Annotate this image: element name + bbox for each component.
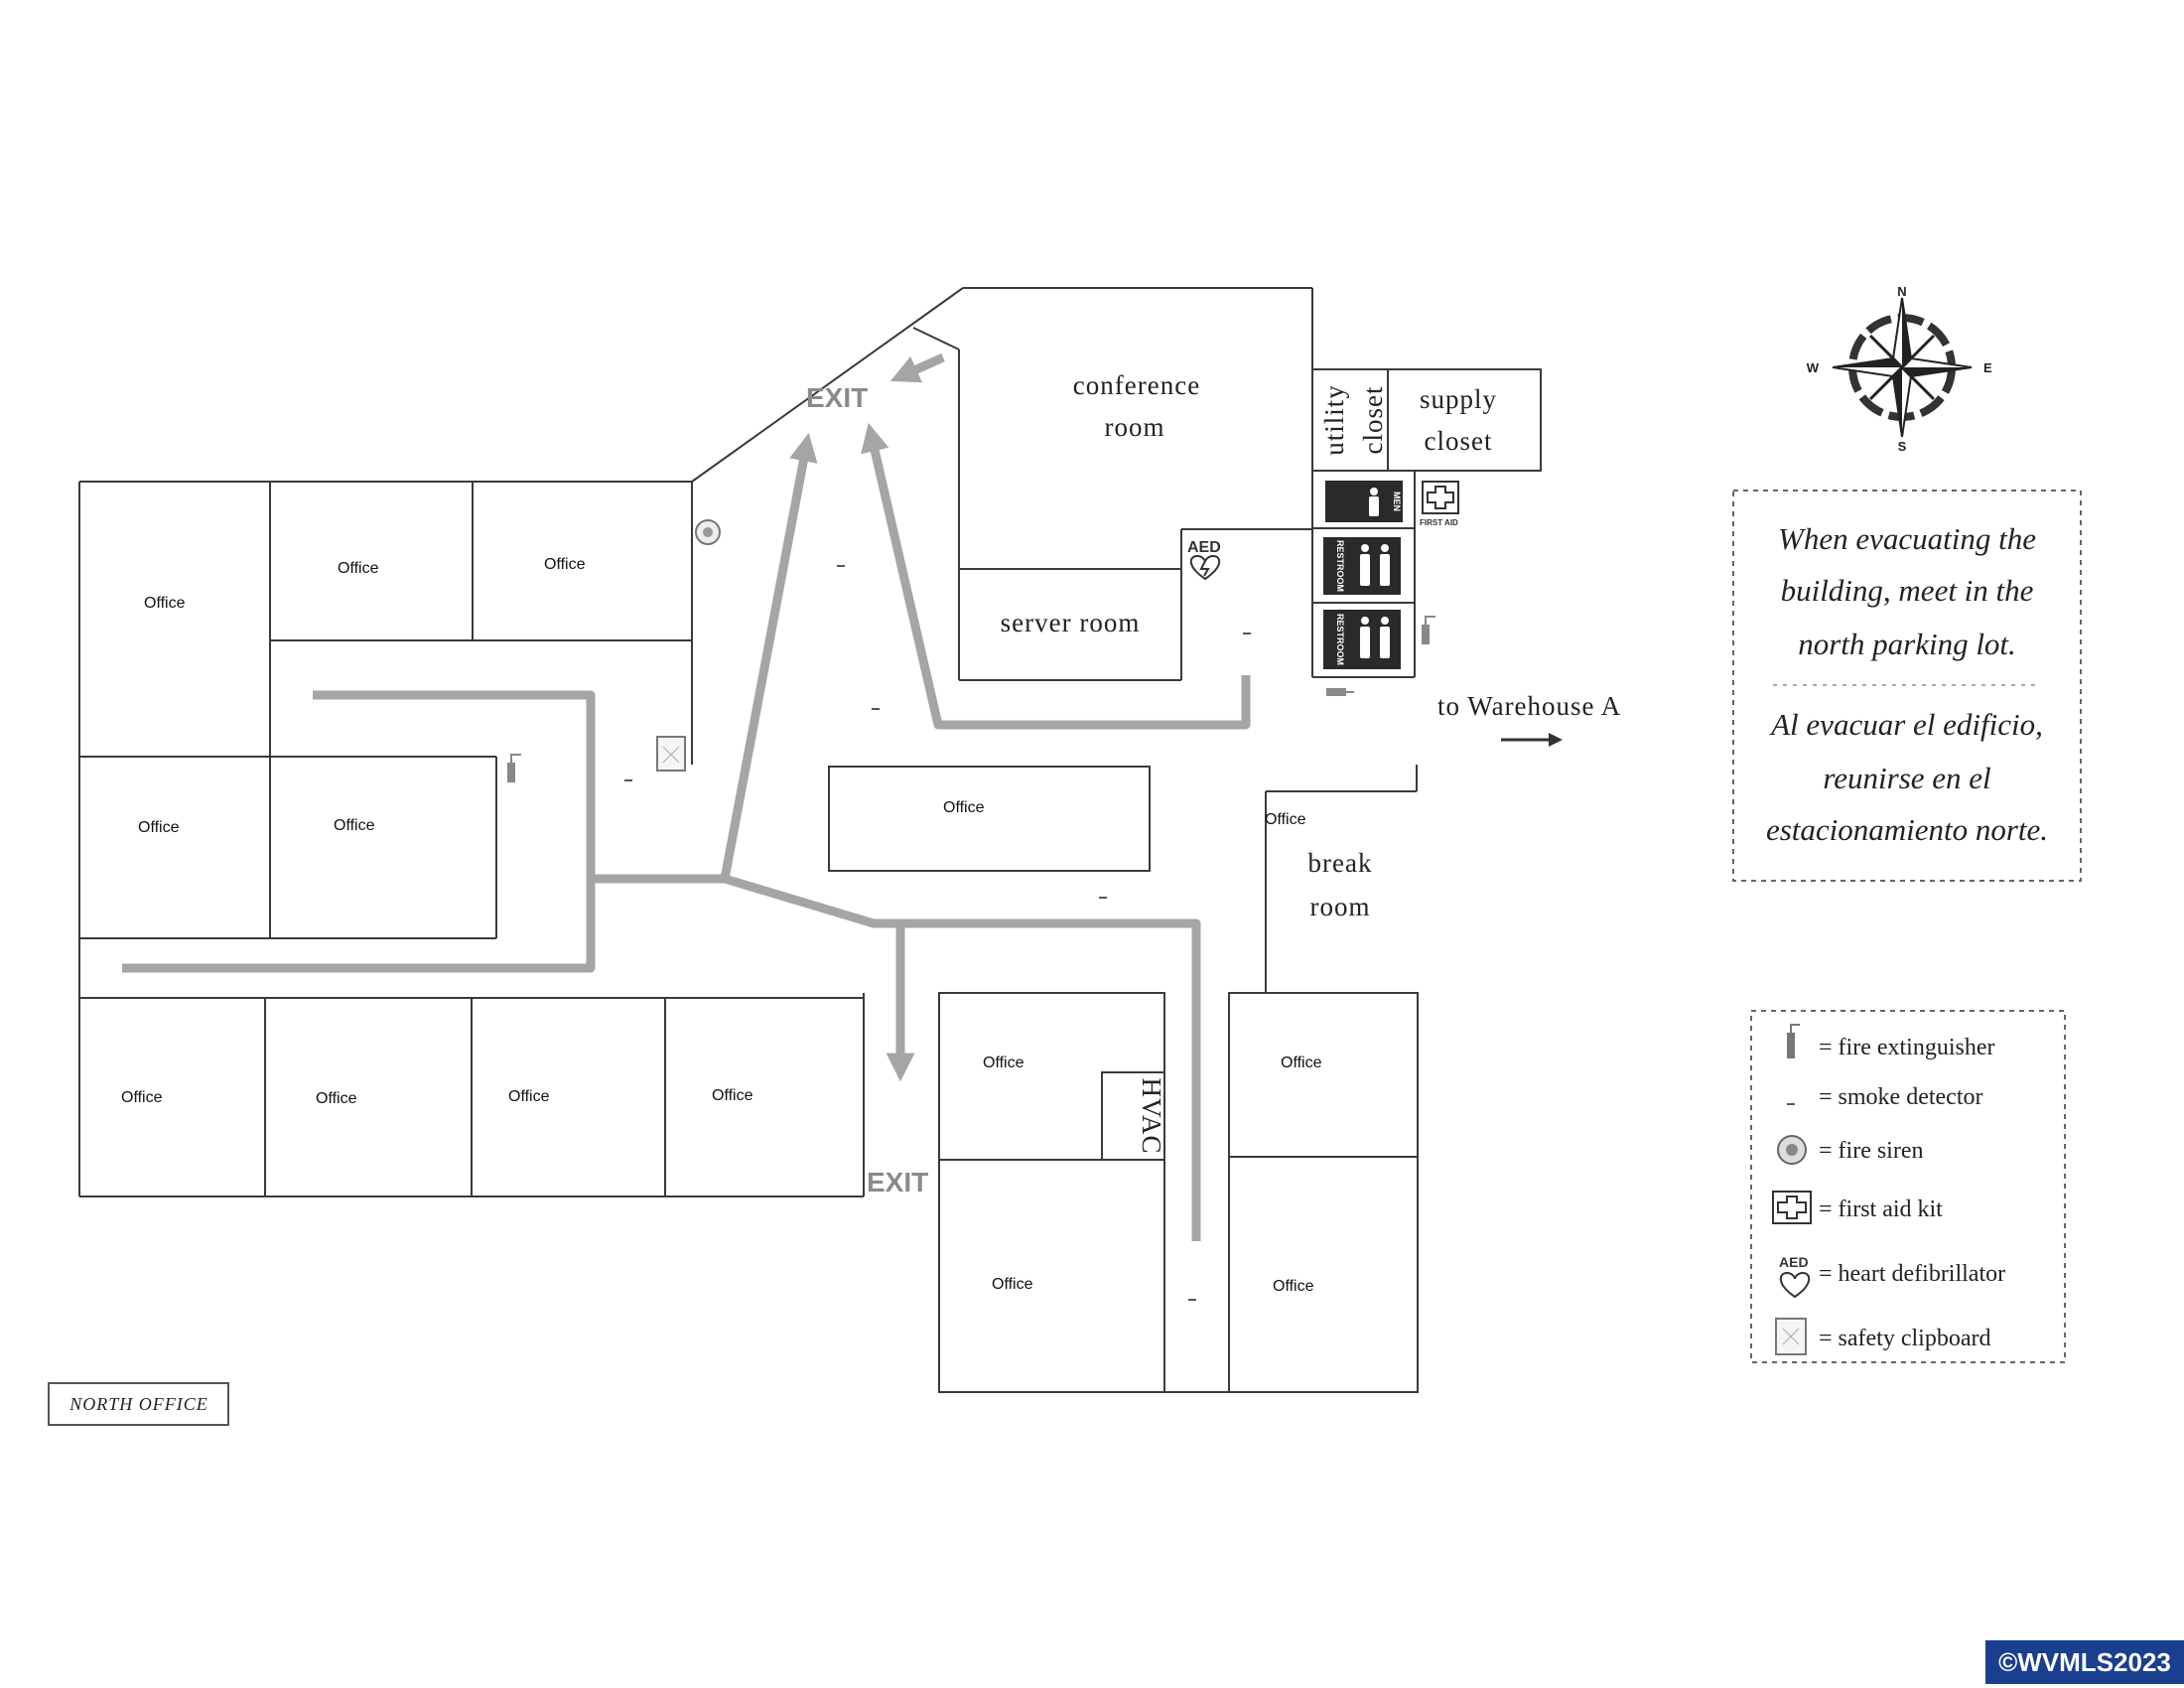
safety-equipment: AED FIRST AID MEN RESTROOM — [507, 481, 1459, 1301]
fire-extinguisher-icon — [1422, 616, 1435, 644]
evacuation-route-main — [591, 874, 1201, 1241]
restroom-sign: RESTROOM — [1323, 610, 1401, 669]
note-english-line: building, meet in the — [1781, 573, 2034, 608]
supply-closet-label: closet — [1425, 426, 1493, 456]
office-label: Office — [943, 799, 985, 816]
office-label: Office — [983, 1055, 1024, 1071]
fire-extinguisher-icon — [1326, 688, 1354, 696]
aed-sign: AED — [1187, 539, 1221, 581]
compass-west: W — [1807, 360, 1820, 375]
server-room-label: server room — [1001, 608, 1141, 637]
compass-rose: N S E W — [1807, 284, 1992, 454]
room-labels: Office Office Office Office Office Offic… — [121, 370, 1621, 1295]
restroom-sign-men: MEN — [1325, 481, 1403, 522]
conference-room-label: conference — [1073, 370, 1200, 400]
office-label: Office — [338, 560, 379, 577]
note-spanish-line: Al evacuar el edificio, — [1769, 707, 2043, 742]
office-label: Office — [138, 819, 180, 836]
fire-extinguisher-icon — [1787, 1024, 1800, 1058]
evacuation-routes — [122, 352, 1251, 1241]
office-label: Office — [1281, 1055, 1322, 1071]
break-room-label: break — [1308, 848, 1373, 878]
restroom-label: RESTROOM — [1335, 540, 1345, 592]
utility-closet-label: closet — [1358, 386, 1388, 455]
to-warehouse-label: to Warehouse A — [1437, 691, 1621, 721]
office-label: Office — [992, 1276, 1033, 1293]
office-label: Office — [1265, 811, 1306, 828]
heart-defibrillator-icon: AED — [1779, 1254, 1811, 1299]
exit-arrow-northwest — [889, 352, 945, 383]
supply-closet-label: supply — [1420, 384, 1497, 414]
office-label: Office — [334, 817, 375, 834]
note-english-line: north parking lot. — [1798, 627, 2016, 661]
fire-extinguisher-icon — [507, 754, 521, 782]
compass-south: S — [1898, 439, 1907, 454]
legend-label: = first aid kit — [1819, 1196, 1943, 1222]
office-label: Office — [1273, 1278, 1314, 1295]
hvac-label: HVAC — [1137, 1077, 1166, 1154]
office-label: Office — [144, 595, 186, 612]
svg-text:AED: AED — [1779, 1254, 1809, 1270]
smoke-detector-icon — [624, 565, 1251, 1301]
building-name: NORTH OFFICE — [68, 1394, 208, 1414]
walls — [78, 287, 1542, 1393]
fire-siren-icon — [695, 519, 721, 545]
office-label: Office — [121, 1089, 163, 1106]
evacuation-route-west — [122, 690, 596, 973]
restroom-label: RESTROOM — [1335, 614, 1345, 665]
safety-clipboard-icon — [1775, 1318, 1807, 1355]
copyright-watermark: ©WVMLS2023 — [1985, 1640, 2184, 1684]
compass-east: E — [1983, 360, 1992, 375]
office-label: Office — [544, 556, 586, 573]
legend-label: = safety clipboard — [1819, 1326, 1990, 1351]
legend-label: = fire extinguisher — [1819, 1035, 1994, 1060]
evacuation-route-east — [861, 422, 1251, 730]
exit-label: EXIT — [867, 1167, 928, 1197]
note-spanish-line: estacionamiento norte. — [1766, 812, 2048, 847]
conference-room-label: room — [1105, 412, 1165, 442]
break-room-label: room — [1310, 892, 1371, 921]
legend-label: = smoke detector — [1819, 1084, 1982, 1110]
note-english-line: When evacuating the — [1778, 521, 2036, 556]
aed-label: AED — [1187, 539, 1221, 556]
exit-label: EXIT — [806, 382, 868, 413]
legend-label: = heart defibrillator — [1819, 1261, 2005, 1287]
first-aid-sign: FIRST AID — [1420, 481, 1459, 527]
legend-label: = fire siren — [1819, 1138, 1924, 1164]
utility-closet-label: utility — [1319, 384, 1349, 456]
evacuation-route-to-exit-north — [720, 432, 818, 880]
building-label: NORTH OFFICE — [48, 1382, 229, 1426]
compass-north: N — [1897, 284, 1906, 299]
arrow-right-icon — [1501, 733, 1563, 747]
office-label: Office — [508, 1088, 550, 1105]
meeting-point-note: When evacuating the building, meet in th… — [1732, 490, 2082, 882]
legend: = fire extinguisher = smoke detector = f… — [1750, 1010, 2066, 1363]
office-label: Office — [712, 1087, 753, 1104]
smoke-detector-icon — [1787, 1103, 1795, 1105]
first-aid-label: FIRST AID — [1420, 518, 1458, 527]
restroom-sign: RESTROOM — [1323, 537, 1401, 595]
office-label: Office — [316, 1090, 357, 1107]
fire-siren-icon — [1777, 1135, 1807, 1165]
safety-clipboard-icon — [656, 736, 686, 772]
note-spanish-line: reunirse en el — [1823, 761, 1990, 795]
first-aid-kit-icon — [1772, 1191, 1812, 1224]
men-label: MEN — [1392, 492, 1402, 511]
